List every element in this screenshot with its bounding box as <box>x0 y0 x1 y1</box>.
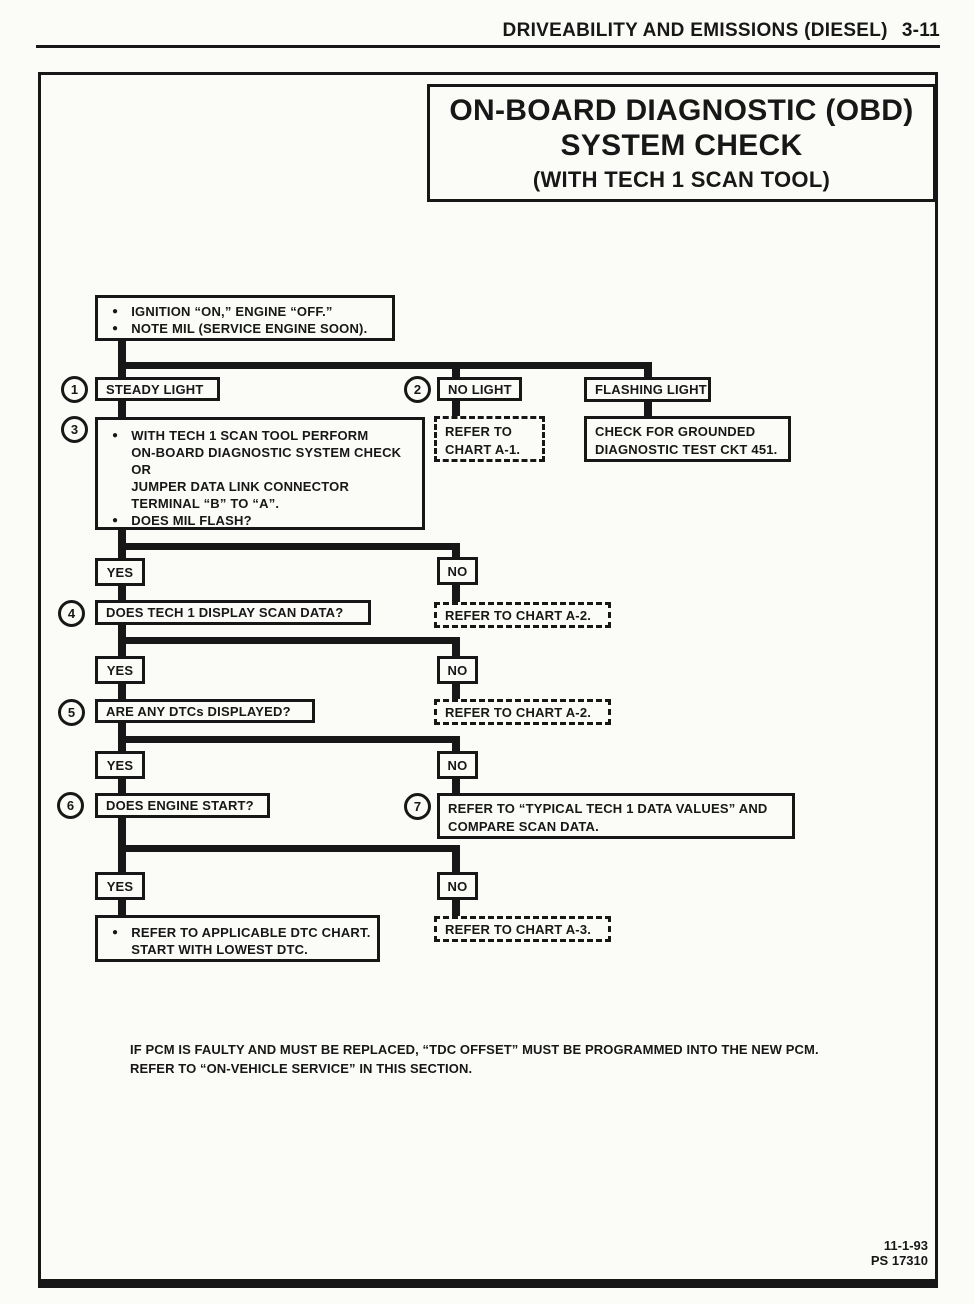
step7-line2: COMPARE SCAN DATA. <box>448 819 599 834</box>
yes-box-4: YES <box>95 872 145 900</box>
refer-chart-a3-box: REFER TO CHART A-3. <box>434 916 611 942</box>
step-4-badge: 4 <box>58 600 85 627</box>
no-box-2: NO <box>437 656 478 684</box>
connector-branch5-horizontal <box>118 845 460 852</box>
page-header: DRIVEABILITY AND EMISSIONS (DIESEL) 3-11 <box>503 20 940 42</box>
final-line1: REFER TO APPLICABLE DTC CHART. <box>131 925 371 940</box>
page-number: 3-11 <box>901 20 940 41</box>
connector-yes2-down <box>118 684 126 699</box>
flashing-light-box: FLASHING LIGHT <box>584 377 711 402</box>
chart-title-box: ON-BOARD DIAGNOSTIC (OBD) SYSTEM CHECK (… <box>427 84 936 202</box>
doc-number: PS 17310 <box>870 1253 928 1268</box>
bullet-icon: ● <box>112 515 119 526</box>
step3-line2: ON-BOARD DIAGNOSTIC SYSTEM CHECK <box>131 445 402 460</box>
final-dtc-box: ● REFER TO APPLICABLE DTC CHART. START W… <box>95 915 380 962</box>
document-code: 11-1-93 PS 17310 <box>871 1238 928 1268</box>
page-header-title: DRIVEABILITY AND EMISSIONS (DIESEL) <box>502 20 888 41</box>
final-line2: START WITH LOWEST DTC. <box>131 942 308 957</box>
yes-box-1: YES <box>95 558 145 586</box>
step3-line1: WITH TECH 1 SCAN TOOL PERFORM <box>131 428 369 443</box>
connector-no4-top <box>452 845 460 872</box>
connector-flashing-top <box>644 362 652 377</box>
connector-flashing-down <box>644 401 652 417</box>
connector-no3-down <box>452 779 460 793</box>
refer-a1-line2: CHART A-1. <box>445 442 521 457</box>
step4-box: DOES TECH 1 DISPLAY SCAN DATA? <box>95 600 371 625</box>
connector-no2-down <box>452 684 460 699</box>
bullet-icon: ● <box>112 927 119 938</box>
start-bullet-2: NOTE MIL (SERVICE ENGINE SOON). <box>131 321 368 336</box>
refer-chart-a2-box-2: REFER TO CHART A-2. <box>434 699 611 725</box>
connector-start-down <box>118 341 126 377</box>
refer-chart-a2-box-1: REFER TO CHART A-2. <box>434 602 611 628</box>
start-bullet-1: IGNITION “ON,” ENGINE “OFF.” <box>131 304 333 319</box>
connector-nolight-top <box>452 362 460 377</box>
connector-branch4-horizontal <box>118 736 460 743</box>
pcm-footnote: IF PCM IS FAULTY AND MUST BE REPLACED, “… <box>130 1040 910 1078</box>
no-box-1: NO <box>437 557 478 585</box>
step3-line3: OR <box>131 462 152 477</box>
grounded-line1: CHECK FOR GROUNDED <box>595 424 756 439</box>
connector-no2-top <box>452 637 460 656</box>
step3-line5: TERMINAL “B” TO “A”. <box>131 496 280 511</box>
no-box-4: NO <box>437 872 478 900</box>
connector-no4-down <box>452 900 460 916</box>
chart-title-line2: SYSTEM CHECK <box>560 129 803 162</box>
step6-box: DOES ENGINE START? <box>95 793 270 818</box>
connector-yes1-down <box>118 585 126 601</box>
connector-branch1-horizontal <box>118 362 652 369</box>
step-6-badge: 6 <box>57 792 84 819</box>
step5-box: ARE ANY DTCs DISPLAYED? <box>95 699 315 723</box>
bullet-icon: ● <box>112 306 119 317</box>
bullet-icon: ● <box>112 430 119 441</box>
footnote-line2: REFER TO “ON-VEHICLE SERVICE” IN THIS SE… <box>130 1061 473 1076</box>
grounded-test-box: CHECK FOR GROUNDED DIAGNOSTIC TEST CKT 4… <box>584 416 791 462</box>
connector-no1-top <box>452 543 460 558</box>
step3-line4: JUMPER DATA LINK CONNECTOR <box>131 479 350 494</box>
step-3-badge: 3 <box>61 416 88 443</box>
step-1-badge: 1 <box>61 376 88 403</box>
connector-yes4-down <box>118 900 126 915</box>
connector-nolight-down <box>452 400 460 417</box>
steady-light-box: STEADY LIGHT <box>95 377 220 401</box>
step3-question: DOES MIL FLASH? <box>131 513 252 528</box>
yes-box-3: YES <box>95 751 145 779</box>
page-frame <box>38 72 938 1288</box>
refer-a1-line1: REFER TO <box>445 424 513 439</box>
step-5-badge: 5 <box>58 699 85 726</box>
connector-branch3-horizontal <box>118 637 460 644</box>
start-box: ● IGNITION “ON,” ENGINE “OFF.” ● NOTE MI… <box>95 295 395 341</box>
connector-steady-down <box>118 400 126 417</box>
refer-chart-a1-box: REFER TO CHART A-1. <box>434 416 545 462</box>
yes-box-2: YES <box>95 656 145 684</box>
step7-line1: REFER TO “TYPICAL TECH 1 DATA VALUES” AN… <box>448 801 768 816</box>
chart-title-line1: ON-BOARD DIAGNOSTIC (OBD) <box>449 94 914 127</box>
step3-box: ● WITH TECH 1 SCAN TOOL PERFORM ON-BOARD… <box>95 417 425 530</box>
connector-yes3-down <box>118 779 126 793</box>
chart-subtitle: (WITH TECH 1 SCAN TOOL) <box>532 167 831 192</box>
grounded-line2: DIAGNOSTIC TEST CKT 451. <box>595 442 778 457</box>
step-7-badge: 7 <box>404 793 431 820</box>
footnote-line1: IF PCM IS FAULTY AND MUST BE REPLACED, “… <box>130 1042 819 1057</box>
connector-branch2-horizontal <box>118 543 460 550</box>
header-rule <box>36 45 940 48</box>
step-2-badge: 2 <box>404 376 431 403</box>
no-box-3: NO <box>437 751 478 779</box>
step7-box: REFER TO “TYPICAL TECH 1 DATA VALUES” AN… <box>437 793 795 839</box>
connector-no3-top <box>452 736 460 751</box>
connector-no1-down <box>452 585 460 602</box>
bullet-icon: ● <box>112 323 119 334</box>
doc-date: 11-1-93 <box>883 1238 928 1253</box>
no-light-box: NO LIGHT <box>437 377 522 401</box>
